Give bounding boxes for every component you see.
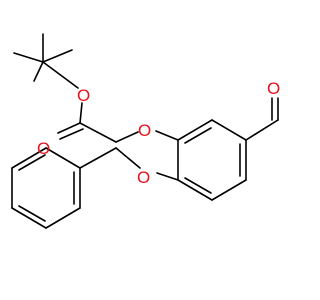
- phenyl-inner-double-2: [18, 205, 46, 222]
- ring-bond-4: [211, 179, 247, 201]
- ring-bond-2: [211, 119, 247, 141]
- bond-ester-oxygen-to-carbonyl: [79, 102, 83, 124]
- ring-inner-double-1: [184, 127, 212, 144]
- central-benzene-ring: [177, 119, 247, 201]
- ring-bond-1: [177, 119, 213, 141]
- bond-tbu-methyl-left: [13, 52, 44, 63]
- bond-ring-to-upper-ether-oxygen: [155, 130, 179, 141]
- phenyl-inner-double-3: [18, 154, 46, 171]
- phenyl-bond-6: [45, 147, 81, 169]
- phenyl-bond-5: [11, 147, 47, 169]
- bond-tbu-methyl-bottom: [33, 61, 44, 82]
- bond-ring-to-lower-ether-oxygen: [156, 172, 179, 181]
- bond-ch2-to-ether-oxygen: [115, 131, 139, 143]
- ester-oxygen-label: O: [77, 86, 90, 105]
- bond-carbonyl-double-b: [59, 128, 84, 140]
- bond-carbonyl-to-ch2: [79, 122, 117, 143]
- phenyl-bond-2: [45, 207, 81, 229]
- bond-tbu-to-ester-oxygen: [42, 61, 79, 89]
- aldehyde-oxygen-label: O: [267, 79, 280, 98]
- benzyloxy-group: [79, 147, 141, 169]
- phenyl-ring: [11, 147, 81, 229]
- upper-ether-oxygen-label: O: [138, 121, 151, 140]
- bond-lower-oxygen-to-ch2: [115, 147, 141, 169]
- bond-ring-to-aldehyde-carbon: [245, 119, 279, 141]
- tert-butyl-group: [13, 33, 79, 89]
- bond-carbonyl-double-a: [57, 122, 81, 134]
- ring-bond-5: [177, 179, 213, 201]
- ester-carbonyl-oxygen-label: O: [37, 139, 50, 158]
- bond-ch2-to-phenyl: [79, 147, 117, 169]
- aldehyde-group: [245, 97, 279, 141]
- ring-inner-double-3: [184, 177, 212, 194]
- lower-ether-oxygen-label: O: [137, 168, 150, 187]
- chemical-structure-diagram: O O O O O: [11, 33, 280, 229]
- ester-group: [57, 102, 139, 143]
- bond-tbu-methyl-right: [42, 49, 73, 63]
- phenyl-bond-3: [11, 207, 47, 229]
